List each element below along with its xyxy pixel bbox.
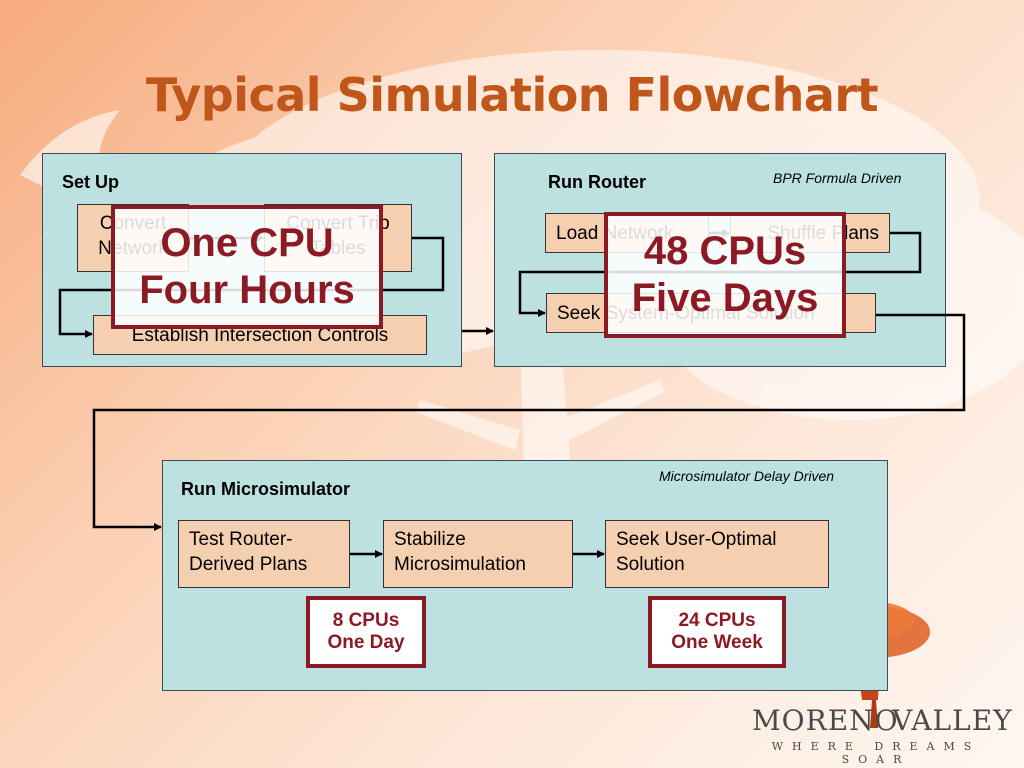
setup-stat-line1: One CPU <box>160 220 334 265</box>
router-panel-title: Run Router <box>548 172 646 192</box>
router-panel-note: BPR Formula Driven <box>773 170 902 186</box>
logo-tagline: WHERE DREAMS SOAR <box>771 740 981 766</box>
router-stat-callout: 48 CPUs Five Days <box>604 212 846 338</box>
slide-title: Typical Simulation Flowchart <box>145 68 879 122</box>
microsim-panel-note: Microsimulator Delay Driven <box>659 468 835 484</box>
setup-stat-line2: Four Hours <box>139 268 355 312</box>
microsim-stat-callout-b: 24 CPUs One Week <box>648 596 786 668</box>
microsim-stat-b-line2: One Week <box>671 632 763 653</box>
stabilize-microsim-box: Stabilize Microsimulation <box>383 520 573 588</box>
setup-panel-title: Set Up <box>62 172 120 192</box>
microsim-stat-a-line2: One Day <box>327 632 405 653</box>
setup-stat-callout: One CPU Four Hours <box>111 205 383 329</box>
router-stat-line1: 48 CPUs <box>643 228 807 273</box>
seek-user-optimal-box: Seek User-Optimal Solution <box>605 520 829 588</box>
microsim-panel-title: Run Microsimulator <box>181 479 351 499</box>
router-stat-line2: Five Days <box>631 276 819 320</box>
logo-word-right: VALLEY <box>892 704 1013 737</box>
microsim-stat-callout-a: 8 CPUs One Day <box>306 596 426 668</box>
microsim-stat-b-line1: 24 CPUs <box>678 609 756 631</box>
logo-word-left: MORENO <box>752 704 899 737</box>
microsim-stat-a-line1: 8 CPUs <box>332 609 400 631</box>
test-router-plans-box: Test Router-Derived Plans <box>178 520 350 588</box>
